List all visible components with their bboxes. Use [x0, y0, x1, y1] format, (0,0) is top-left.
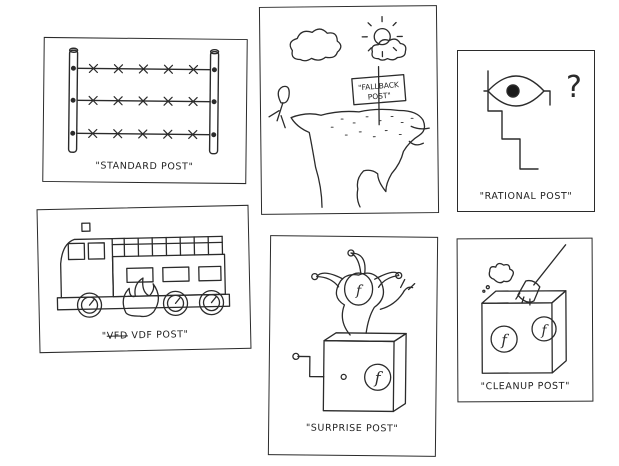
cube-icon: [481, 290, 567, 374]
vdf-post-card: "VFD VDF POST": [36, 204, 252, 354]
flame-icon: [122, 277, 160, 318]
eye-icon: [487, 75, 545, 107]
barbed-wire-fence-icon: [67, 47, 220, 155]
falling-figure-icon: [268, 85, 290, 129]
svg-text:"FALLBACK: "FALLBACK: [358, 80, 401, 92]
surprise-post-caption: "SURPRISE POST": [305, 422, 399, 435]
jack-in-the-box-icon: f f: [292, 249, 416, 413]
fallback-sign-icon: [351, 66, 407, 126]
rational-diagram: ?: [483, 70, 582, 170]
surprise-post-card: f f "SURPRISE POST": [267, 235, 439, 457]
gauge-icon: [198, 289, 225, 316]
fire-truck-icon: [56, 222, 231, 318]
gauge-icon: [76, 292, 103, 318]
broom-icon: [515, 244, 567, 306]
question-mark-icon: ?: [566, 70, 582, 105]
svg-text:f: f: [355, 283, 364, 299]
standard-post-card: "STANDARD POST": [42, 36, 248, 185]
rational-post-caption: "RATIONAL POST": [479, 191, 573, 202]
cleanup-post-card: f f "CLEANUP POST": [456, 237, 594, 403]
flowchart-icon: [483, 70, 551, 170]
fallback-scene: "FALLBACK POST": [268, 15, 430, 208]
dust-cloud-icon: [488, 262, 514, 284]
svg-text:f: f: [374, 368, 384, 387]
small-cloud-icon: [371, 38, 407, 61]
cleanup-post-caption: "CLEANUP POST": [480, 380, 571, 393]
svg-text:f: f: [540, 323, 549, 339]
cloud-icon: [289, 28, 342, 62]
cleanup-scene: f f: [481, 244, 567, 374]
svg-text:f: f: [500, 331, 509, 349]
standard-post-caption: "STANDARD POST": [95, 160, 194, 173]
gauge-icon: [162, 290, 189, 316]
svg-text:POST": POST": [367, 91, 391, 102]
vfd-struck-text: VFD: [106, 330, 128, 342]
cliff-icon: [290, 108, 426, 208]
rational-post-card: ? "RATIONAL POST": [457, 50, 595, 212]
sun-icon: [361, 15, 403, 58]
fallback-post-card: "FALLBACK POST": [258, 5, 440, 215]
